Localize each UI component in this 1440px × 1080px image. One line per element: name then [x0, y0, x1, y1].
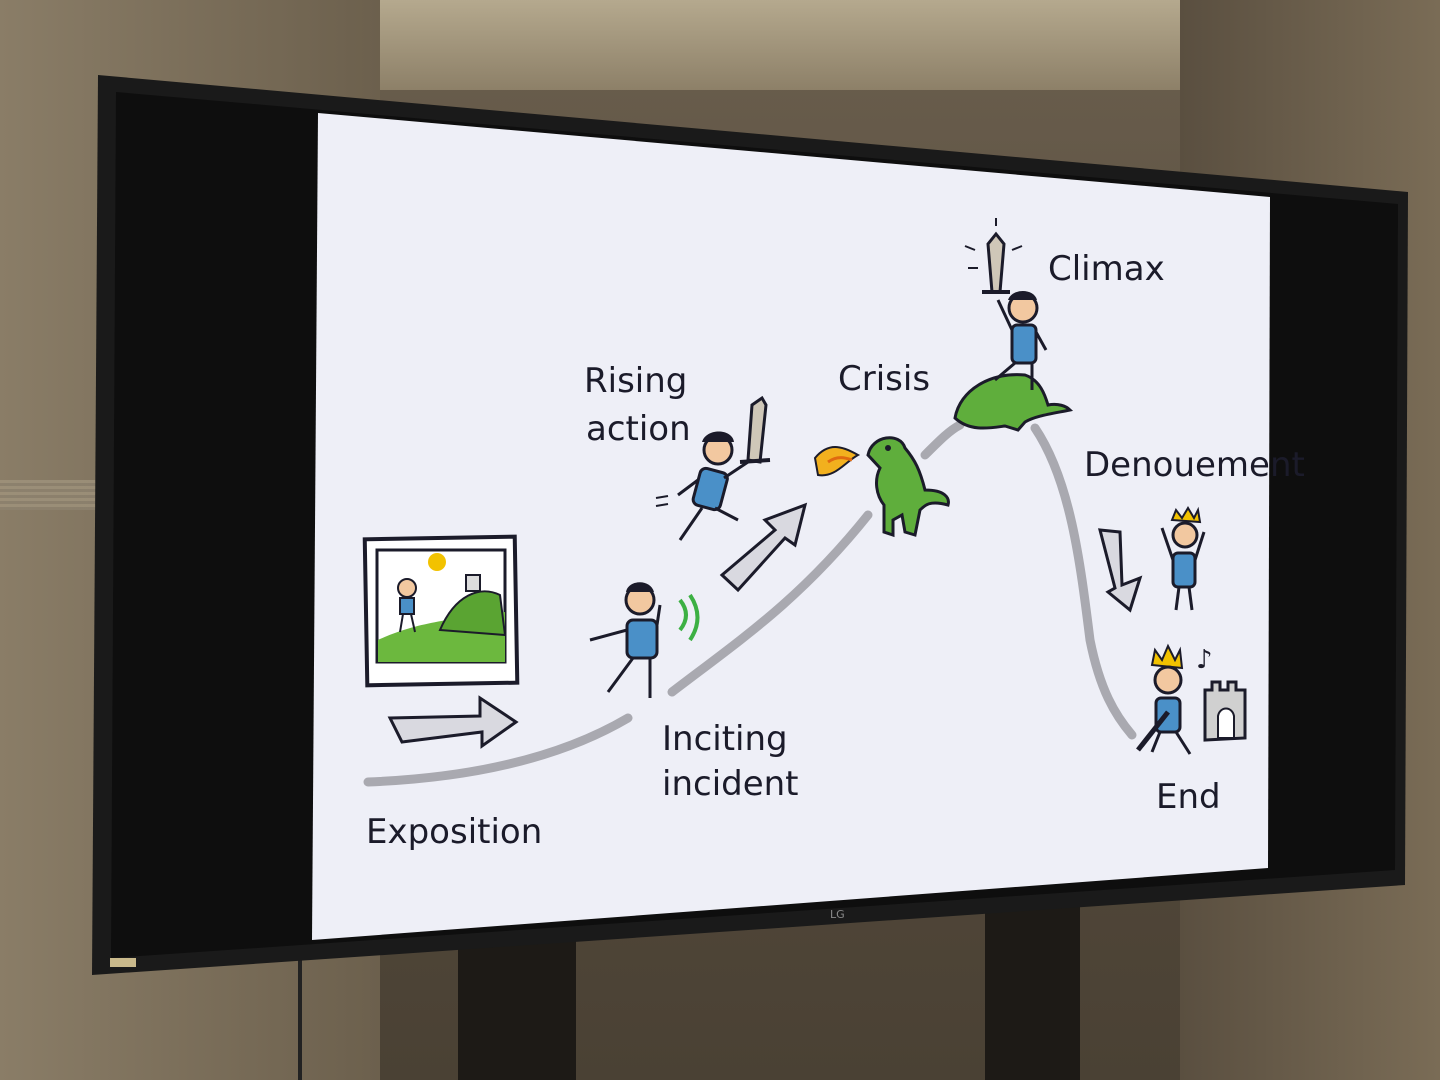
denouement-king-icon: [1160, 506, 1206, 611]
label-climax: Climax: [1048, 249, 1165, 289]
svg-text:♪: ♪: [1196, 645, 1213, 675]
tv-brand-logo: LG: [830, 908, 845, 921]
label-crisis: Crisis: [838, 359, 930, 399]
label-rising-line2: action: [586, 409, 691, 449]
tv-stand-leg-left: [458, 940, 576, 1080]
label-end: End: [1156, 777, 1221, 817]
label-rising-line1: Rising: [584, 361, 687, 401]
power-cable: [298, 960, 302, 1080]
story-path-segment: [363, 713, 633, 787]
exposition-picture-icon: [362, 534, 520, 688]
dragon-icon: [866, 436, 950, 538]
story-path-segment: [920, 420, 965, 460]
inciting-incident-character-icon: [589, 582, 700, 698]
story-path-segment: [667, 510, 873, 697]
tv-sticker: [110, 958, 136, 967]
castle-icon: [1203, 680, 1247, 742]
arrow-right-icon: [387, 695, 519, 749]
story-path-segment: [1030, 423, 1137, 740]
climax-knight-icon: [964, 218, 1048, 390]
rising-action-character-icon: [655, 395, 771, 541]
label-inciting-line1: Inciting: [662, 719, 788, 759]
label-exposition: Exposition: [366, 812, 542, 852]
fire-icon: [813, 446, 861, 477]
arrow-up-right-icon: [719, 502, 808, 593]
climax-dragon-icon: [953, 373, 1074, 432]
end-king-icon: ♪: [1136, 643, 1213, 755]
tv-stand-leg-right: [985, 905, 1080, 1080]
label-inciting-line2: incident: [662, 764, 799, 804]
label-denouement: Denouement: [1084, 445, 1305, 485]
window-blind: [0, 480, 110, 510]
arrow-down-icon: [1098, 528, 1143, 613]
